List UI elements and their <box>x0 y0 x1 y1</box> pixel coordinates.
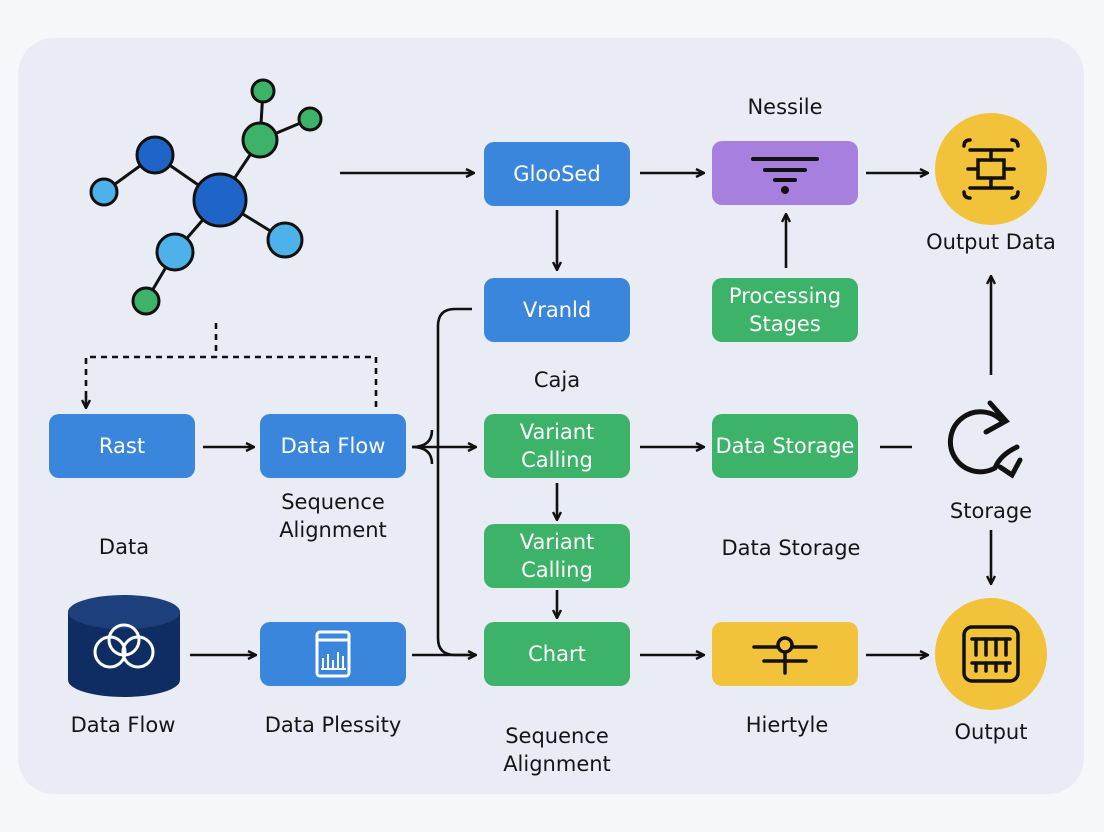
label-caja: Caja <box>533 368 581 392</box>
bracket-path <box>436 307 476 655</box>
output-icon <box>962 625 1020 683</box>
molecule-icon <box>89 78 323 316</box>
label-storage: Storage <box>949 499 1033 523</box>
variant-calling-box-1[interactable]: Variant Calling <box>484 414 630 478</box>
label-sequence-alignment-2: Sequence Alignment <box>503 724 611 776</box>
hiertyle-box[interactable] <box>712 622 858 686</box>
label-data-storage: Data Storage <box>721 536 861 560</box>
refresh-icon <box>947 400 1023 479</box>
dashed-branch <box>84 323 378 410</box>
label-output: Output <box>954 720 1028 744</box>
rast-box[interactable]: Rast <box>49 414 195 478</box>
output-circle[interactable] <box>935 598 1047 710</box>
label-data: Data <box>98 535 150 559</box>
output-data-icon <box>962 138 1020 200</box>
brace-curve <box>411 429 434 465</box>
label-output-data: Output Data <box>926 230 1056 254</box>
chart-box[interactable]: Chart <box>484 622 630 686</box>
label-hiertyle: Hiertyle <box>745 713 829 737</box>
vranld-box[interactable]: Vranld <box>484 278 630 342</box>
output-data-circle[interactable] <box>935 113 1047 225</box>
label-sequence-alignment-1: Sequence Alignment <box>279 490 387 542</box>
variant-calling-box-2[interactable]: Variant Calling <box>484 524 630 588</box>
document-chart-icon <box>315 630 351 678</box>
funnel-icon <box>751 157 819 194</box>
database-icon <box>68 595 180 697</box>
nessile-funnel-box[interactable] <box>712 141 858 205</box>
label-data-flow: Data Flow <box>70 713 176 737</box>
data-storage-box[interactable]: Data Storage <box>712 414 858 478</box>
slider-icon <box>752 636 818 675</box>
gloosed-box[interactable]: GlooSed <box>484 142 630 206</box>
processing-stages-box[interactable]: Processing Stages <box>712 278 858 342</box>
label-nessile: Nessile <box>747 95 823 119</box>
label-data-plessity: Data Plessity <box>264 713 402 737</box>
data-flow-box[interactable]: Data Flow <box>260 414 406 478</box>
data-plessity-box[interactable] <box>260 622 406 686</box>
